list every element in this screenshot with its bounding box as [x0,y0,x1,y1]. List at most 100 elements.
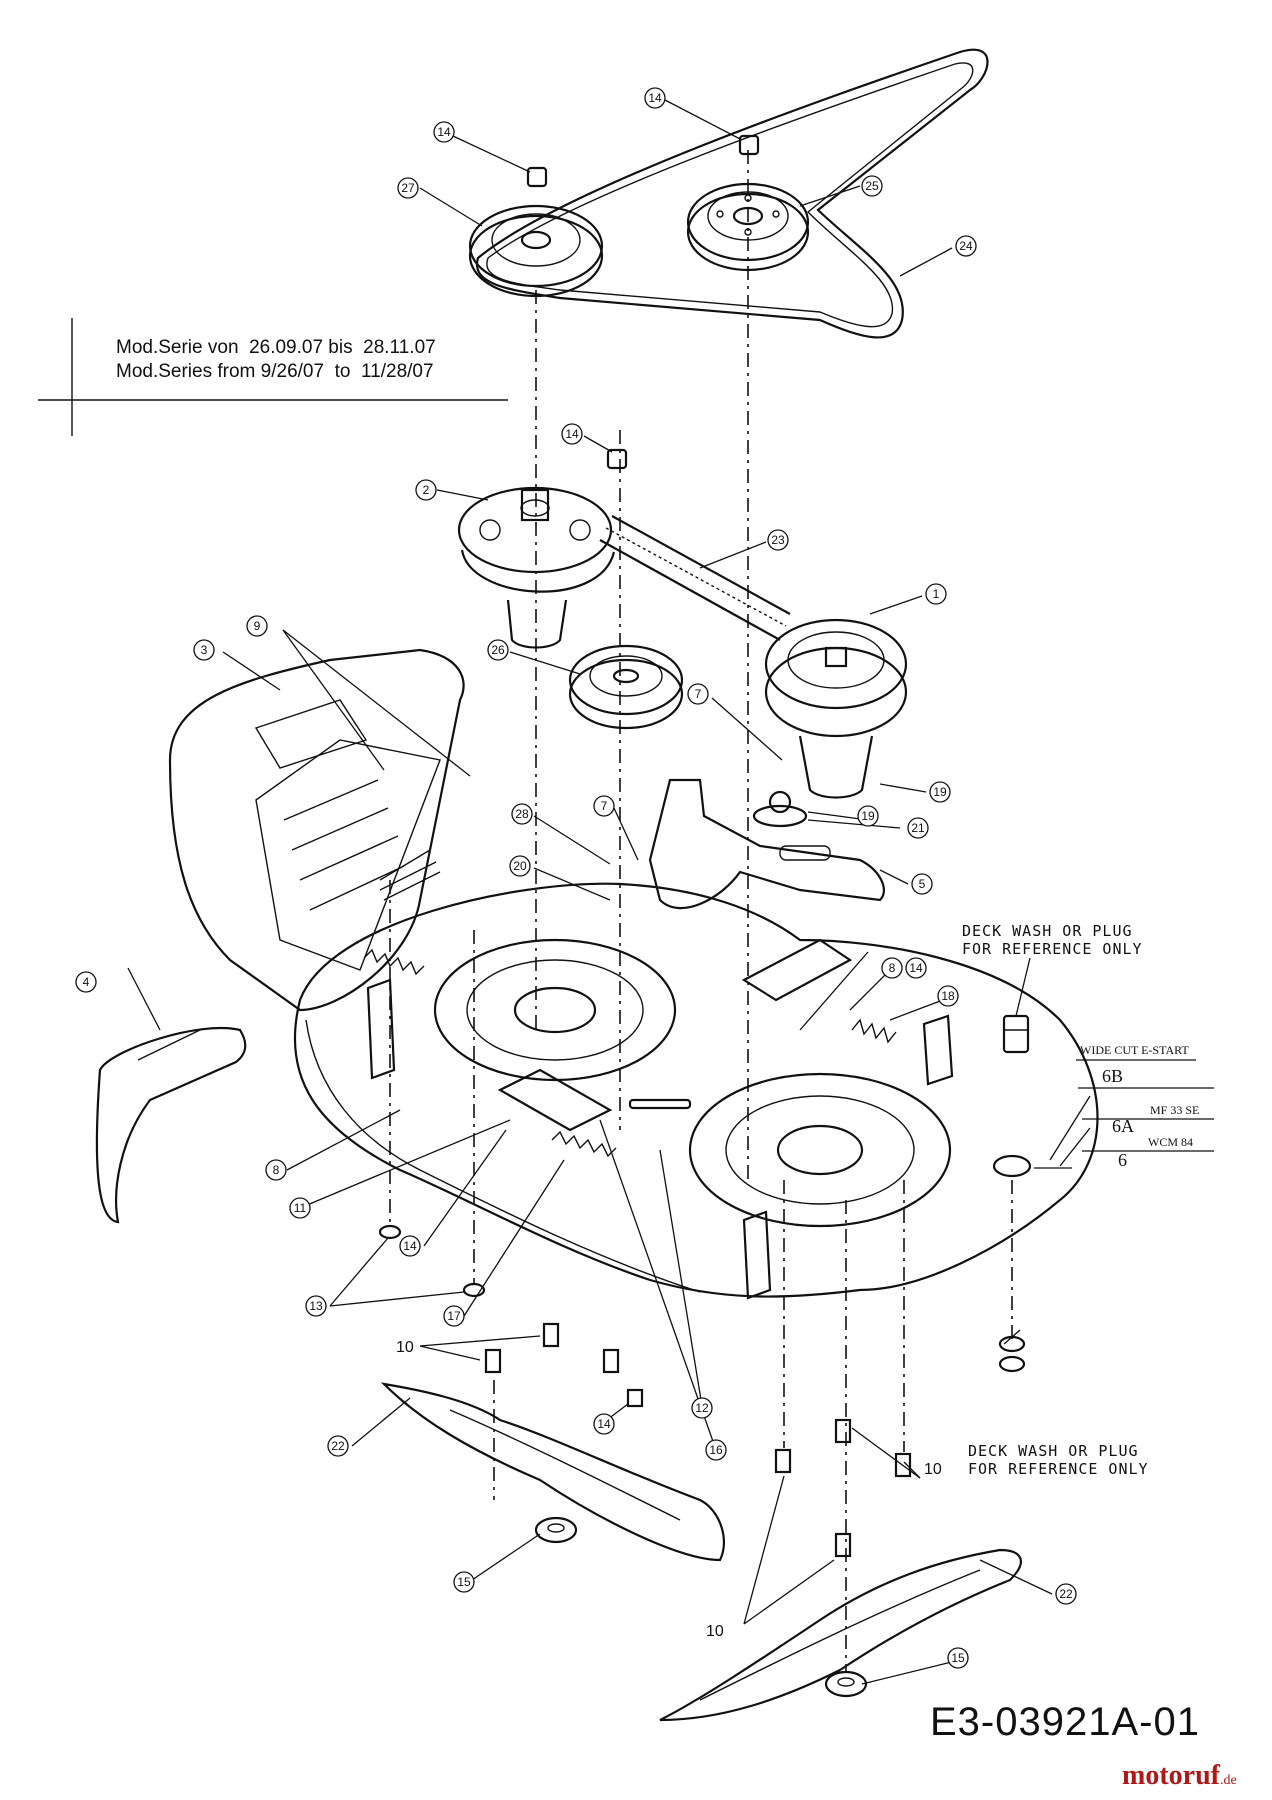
callout-14: 14 [905,957,927,979]
belt-cover-3 [168,648,465,1012]
callout-number: 27 [401,181,415,195]
label-10-a: 10 [396,1339,414,1356]
model-series-en: Mod.Series from 9/26/07 to 11/28/07 [116,361,434,382]
callout-number: 22 [1059,1587,1073,1601]
spindle-pulley-1 [764,618,908,799]
callout-25: 25 [861,175,883,197]
callout-number: 7 [695,687,702,701]
callout-13: 13 [305,1295,327,1317]
callout-21: 21 [907,817,929,839]
variant-code-6a: 6A [1112,1116,1134,1136]
idler-pulley-26 [568,644,684,730]
callout-15: 15 [947,1647,969,1669]
variant-name-6: WCM 84 [1148,1135,1193,1149]
variant-code-6b: 6B [1102,1066,1123,1086]
callout-number: 8 [273,1163,280,1177]
spring-18 [851,1018,897,1044]
callout-number: 14 [403,1239,417,1253]
callout-number: 26 [491,643,505,657]
callout-number: 24 [959,239,973,253]
callout-22: 22 [1055,1583,1077,1605]
drawing-number: E3-03921A-01 [930,1700,1200,1744]
callout-24: 24 [955,235,977,257]
deck-wash-note-top-line2: FOR REFERENCE ONLY [962,940,1143,958]
spring-9 [363,948,425,976]
callout-number: 12 [695,1401,709,1415]
callout-11: 11 [289,1197,311,1219]
callout-4: 4 [75,971,97,993]
mower-deck [293,882,1099,1300]
callout-number: 14 [565,427,579,441]
callout-14: 14 [433,121,455,143]
callout-9: 9 [246,615,268,637]
label-10-c: 10 [706,1623,724,1640]
upper-drive-belt [475,48,989,339]
callout-28: 28 [511,803,533,825]
callout-number: 18 [941,989,955,1003]
callout-number: 20 [513,859,527,873]
deck-wash-note-top-line1: DECK WASH OR PLUG [962,922,1133,940]
callout-8: 8 [265,1159,287,1181]
callout-5: 5 [911,873,933,895]
callout-number: 19 [861,809,875,823]
label-10-b: 10 [924,1461,942,1478]
model-series-de: Mod.Serie von 26.09.07 bis 28.11.07 [116,337,436,358]
callout-number: 17 [447,1309,461,1323]
belt-guide-4 [95,1026,247,1224]
hardware-bolts [378,790,1026,1558]
deck-wash-note-bottom-line2: FOR REFERENCE ONLY [968,1460,1149,1478]
spindle-pulley-2 [457,486,616,649]
callout-number: 16 [709,1443,723,1457]
callout-number: 14 [909,961,923,975]
callout-2: 2 [415,479,437,501]
timing-belt-23 [599,515,791,641]
callout-8: 8 [881,957,903,979]
callout-7: 7 [687,683,709,705]
callout-number: 23 [771,533,785,547]
callout-20: 20 [509,855,531,877]
callout-number: 14 [437,125,451,139]
callout-14: 14 [399,1235,421,1257]
watermark-logo: motoruf.de [1122,1760,1237,1791]
bracket-5 [648,778,886,910]
callout-number: 14 [597,1417,611,1431]
callout-number: 28 [515,807,529,821]
callout-number: 5 [919,877,926,891]
callout-number: 22 [331,1439,345,1453]
deck-wash-note-bottom-line1: DECK WASH OR PLUG [968,1442,1139,1460]
callout-14: 14 [644,87,666,109]
callout-26: 26 [487,639,509,661]
callout-number: 11 [294,1201,307,1215]
callout-12: 12 [691,1397,713,1419]
callout-23: 23 [767,529,789,551]
callout-19: 19 [929,781,951,803]
callout-18: 18 [937,985,959,1007]
deck-wash-fitting [1002,1014,1030,1054]
blade-22-left [380,1382,725,1562]
callout-number: 8 [889,961,896,975]
callout-27: 27 [397,177,419,199]
callout-number: 9 [254,619,261,633]
callout-number: 15 [951,1651,965,1665]
variant-name-6a: MF 33 SE [1150,1103,1199,1117]
callout-number: 19 [933,785,947,799]
callout-number: 2 [423,483,430,497]
assembly-center-lines [389,150,1013,1672]
blade-adapters-15 [534,1516,868,1698]
lock-nuts-top [526,134,760,470]
callout-19: 19 [857,805,879,827]
callout-14: 14 [593,1413,615,1435]
callout-number: 1 [933,587,940,601]
title-block-lines [38,318,508,436]
callout-number: 13 [309,1299,323,1313]
spring-17 [551,1130,617,1158]
callout-17: 17 [443,1305,465,1327]
variant-code-6: 6 [1118,1150,1127,1170]
callout-number: 15 [457,1575,471,1589]
callout-1: 1 [925,583,947,605]
callout-number: 4 [83,975,90,989]
variant-heading: WIDE CUT E-START [1080,1043,1189,1057]
callout-number: 3 [201,643,208,657]
